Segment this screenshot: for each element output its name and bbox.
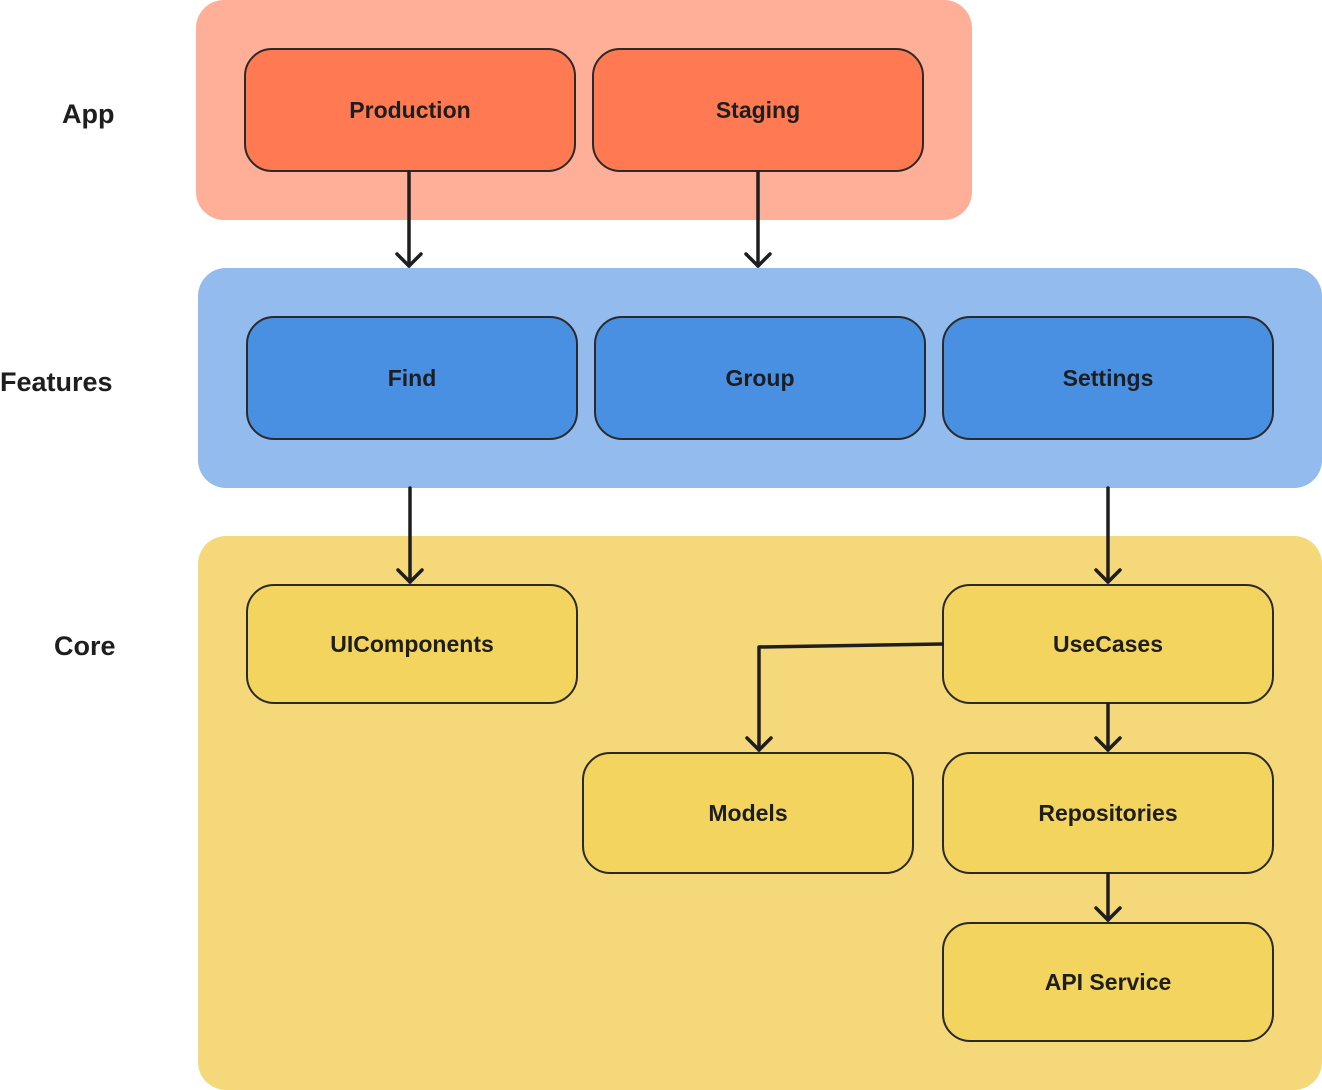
production-node-label: Production xyxy=(349,96,471,123)
staging-node-label: Staging xyxy=(715,96,801,123)
apiservice-node-label: API Service xyxy=(1044,968,1172,995)
app-layer-label: App xyxy=(62,99,115,129)
uicomponents-node: UIComponents xyxy=(246,584,578,704)
repositories-node: Repositories xyxy=(942,752,1274,874)
group-node: Group xyxy=(594,316,926,440)
production-node: Production xyxy=(244,48,576,172)
repositories-node-label: Repositories xyxy=(1038,799,1178,826)
usecases-node: UseCases xyxy=(942,584,1274,704)
usecases-node-label: UseCases xyxy=(1053,630,1163,657)
settings-node-label: Settings xyxy=(1062,364,1154,391)
staging-node: Staging xyxy=(592,48,924,172)
features-layer-label: Features xyxy=(0,367,113,397)
apiservice-node: API Service xyxy=(942,922,1274,1042)
group-node-label: Group xyxy=(725,364,795,391)
core-layer-label: Core xyxy=(54,631,116,661)
models-node-label: Models xyxy=(708,799,788,826)
uicomponents-node-label: UIComponents xyxy=(330,630,494,657)
settings-node: Settings xyxy=(942,316,1274,440)
find-node: Find xyxy=(246,316,578,440)
models-node: Models xyxy=(582,752,914,874)
find-node-label: Find xyxy=(387,364,437,391)
